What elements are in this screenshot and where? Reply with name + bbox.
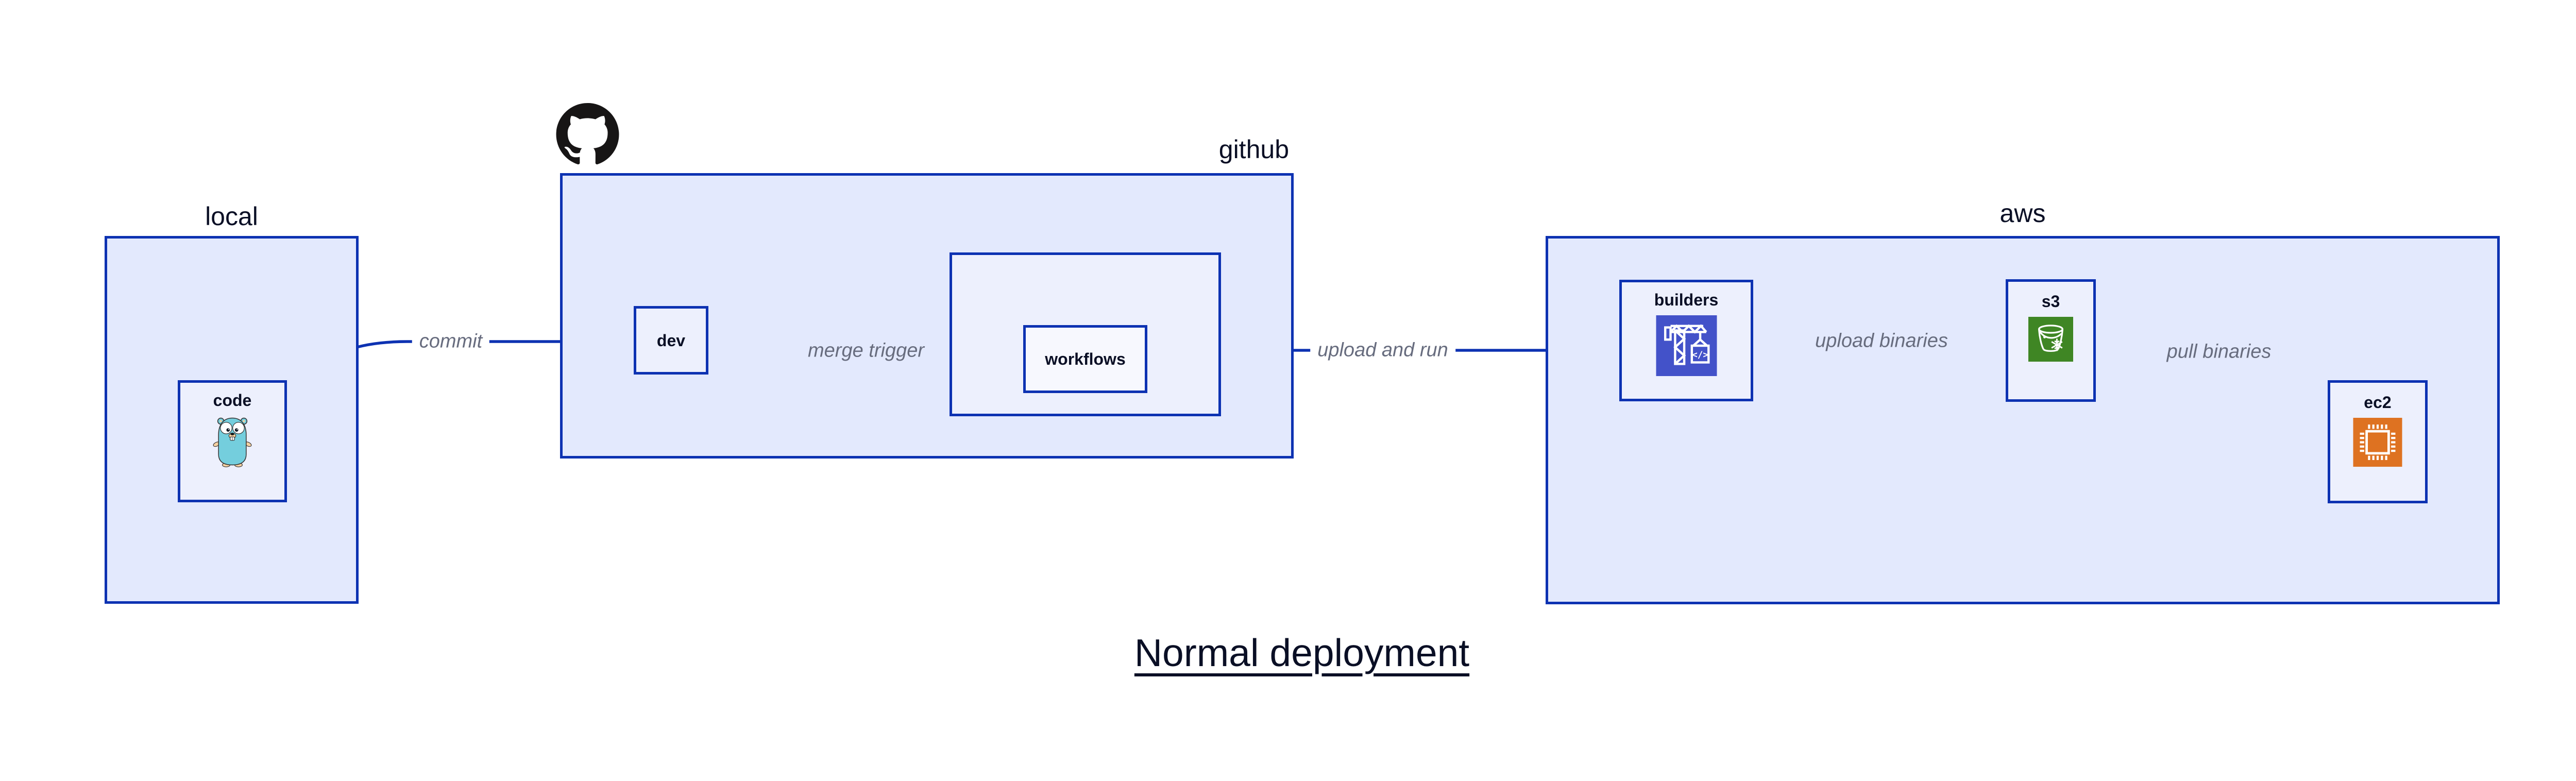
node-label-builders: builders bbox=[1654, 291, 1719, 309]
node-s3: s3 bbox=[2006, 279, 2096, 402]
codebuild-crane-icon: </> bbox=[1656, 315, 1717, 376]
node-builders: builders </> bbox=[1619, 280, 1753, 401]
s3-bucket-icon bbox=[2028, 317, 2073, 362]
go-gopher-icon bbox=[213, 417, 252, 467]
edge-label-pull-binaries: pull binaries bbox=[2159, 339, 2279, 364]
container-label-local: local bbox=[205, 202, 258, 231]
diagram-title: Normal deployment bbox=[1134, 631, 1470, 674]
svg-text:</>: </> bbox=[1692, 350, 1708, 361]
node-code: code bbox=[178, 380, 287, 502]
github-octocat-icon bbox=[556, 103, 619, 164]
edge-label-merge-trigger: merge trigger bbox=[801, 338, 931, 363]
container-label-github: github bbox=[1218, 135, 1289, 164]
node-ec2: ec2 bbox=[2328, 380, 2428, 503]
ec2-chip-icon bbox=[2353, 418, 2402, 467]
edge-label-upload-binaries: upload binaries bbox=[1808, 329, 1955, 353]
edge-label-commit: commit bbox=[412, 329, 490, 354]
node-label-code: code bbox=[213, 391, 252, 410]
node-label-ec2: ec2 bbox=[2364, 393, 2392, 412]
node-label-dev: dev bbox=[656, 331, 686, 350]
node-dev: dev bbox=[634, 306, 708, 375]
node-label-workflows: workflows bbox=[1045, 350, 1126, 368]
node-workflows: workflows bbox=[1023, 325, 1147, 393]
node-label-s3: s3 bbox=[2041, 292, 2060, 311]
container-label-aws: aws bbox=[1999, 199, 2046, 228]
edge-label-upload-and-run: upload and run bbox=[1310, 338, 1455, 363]
